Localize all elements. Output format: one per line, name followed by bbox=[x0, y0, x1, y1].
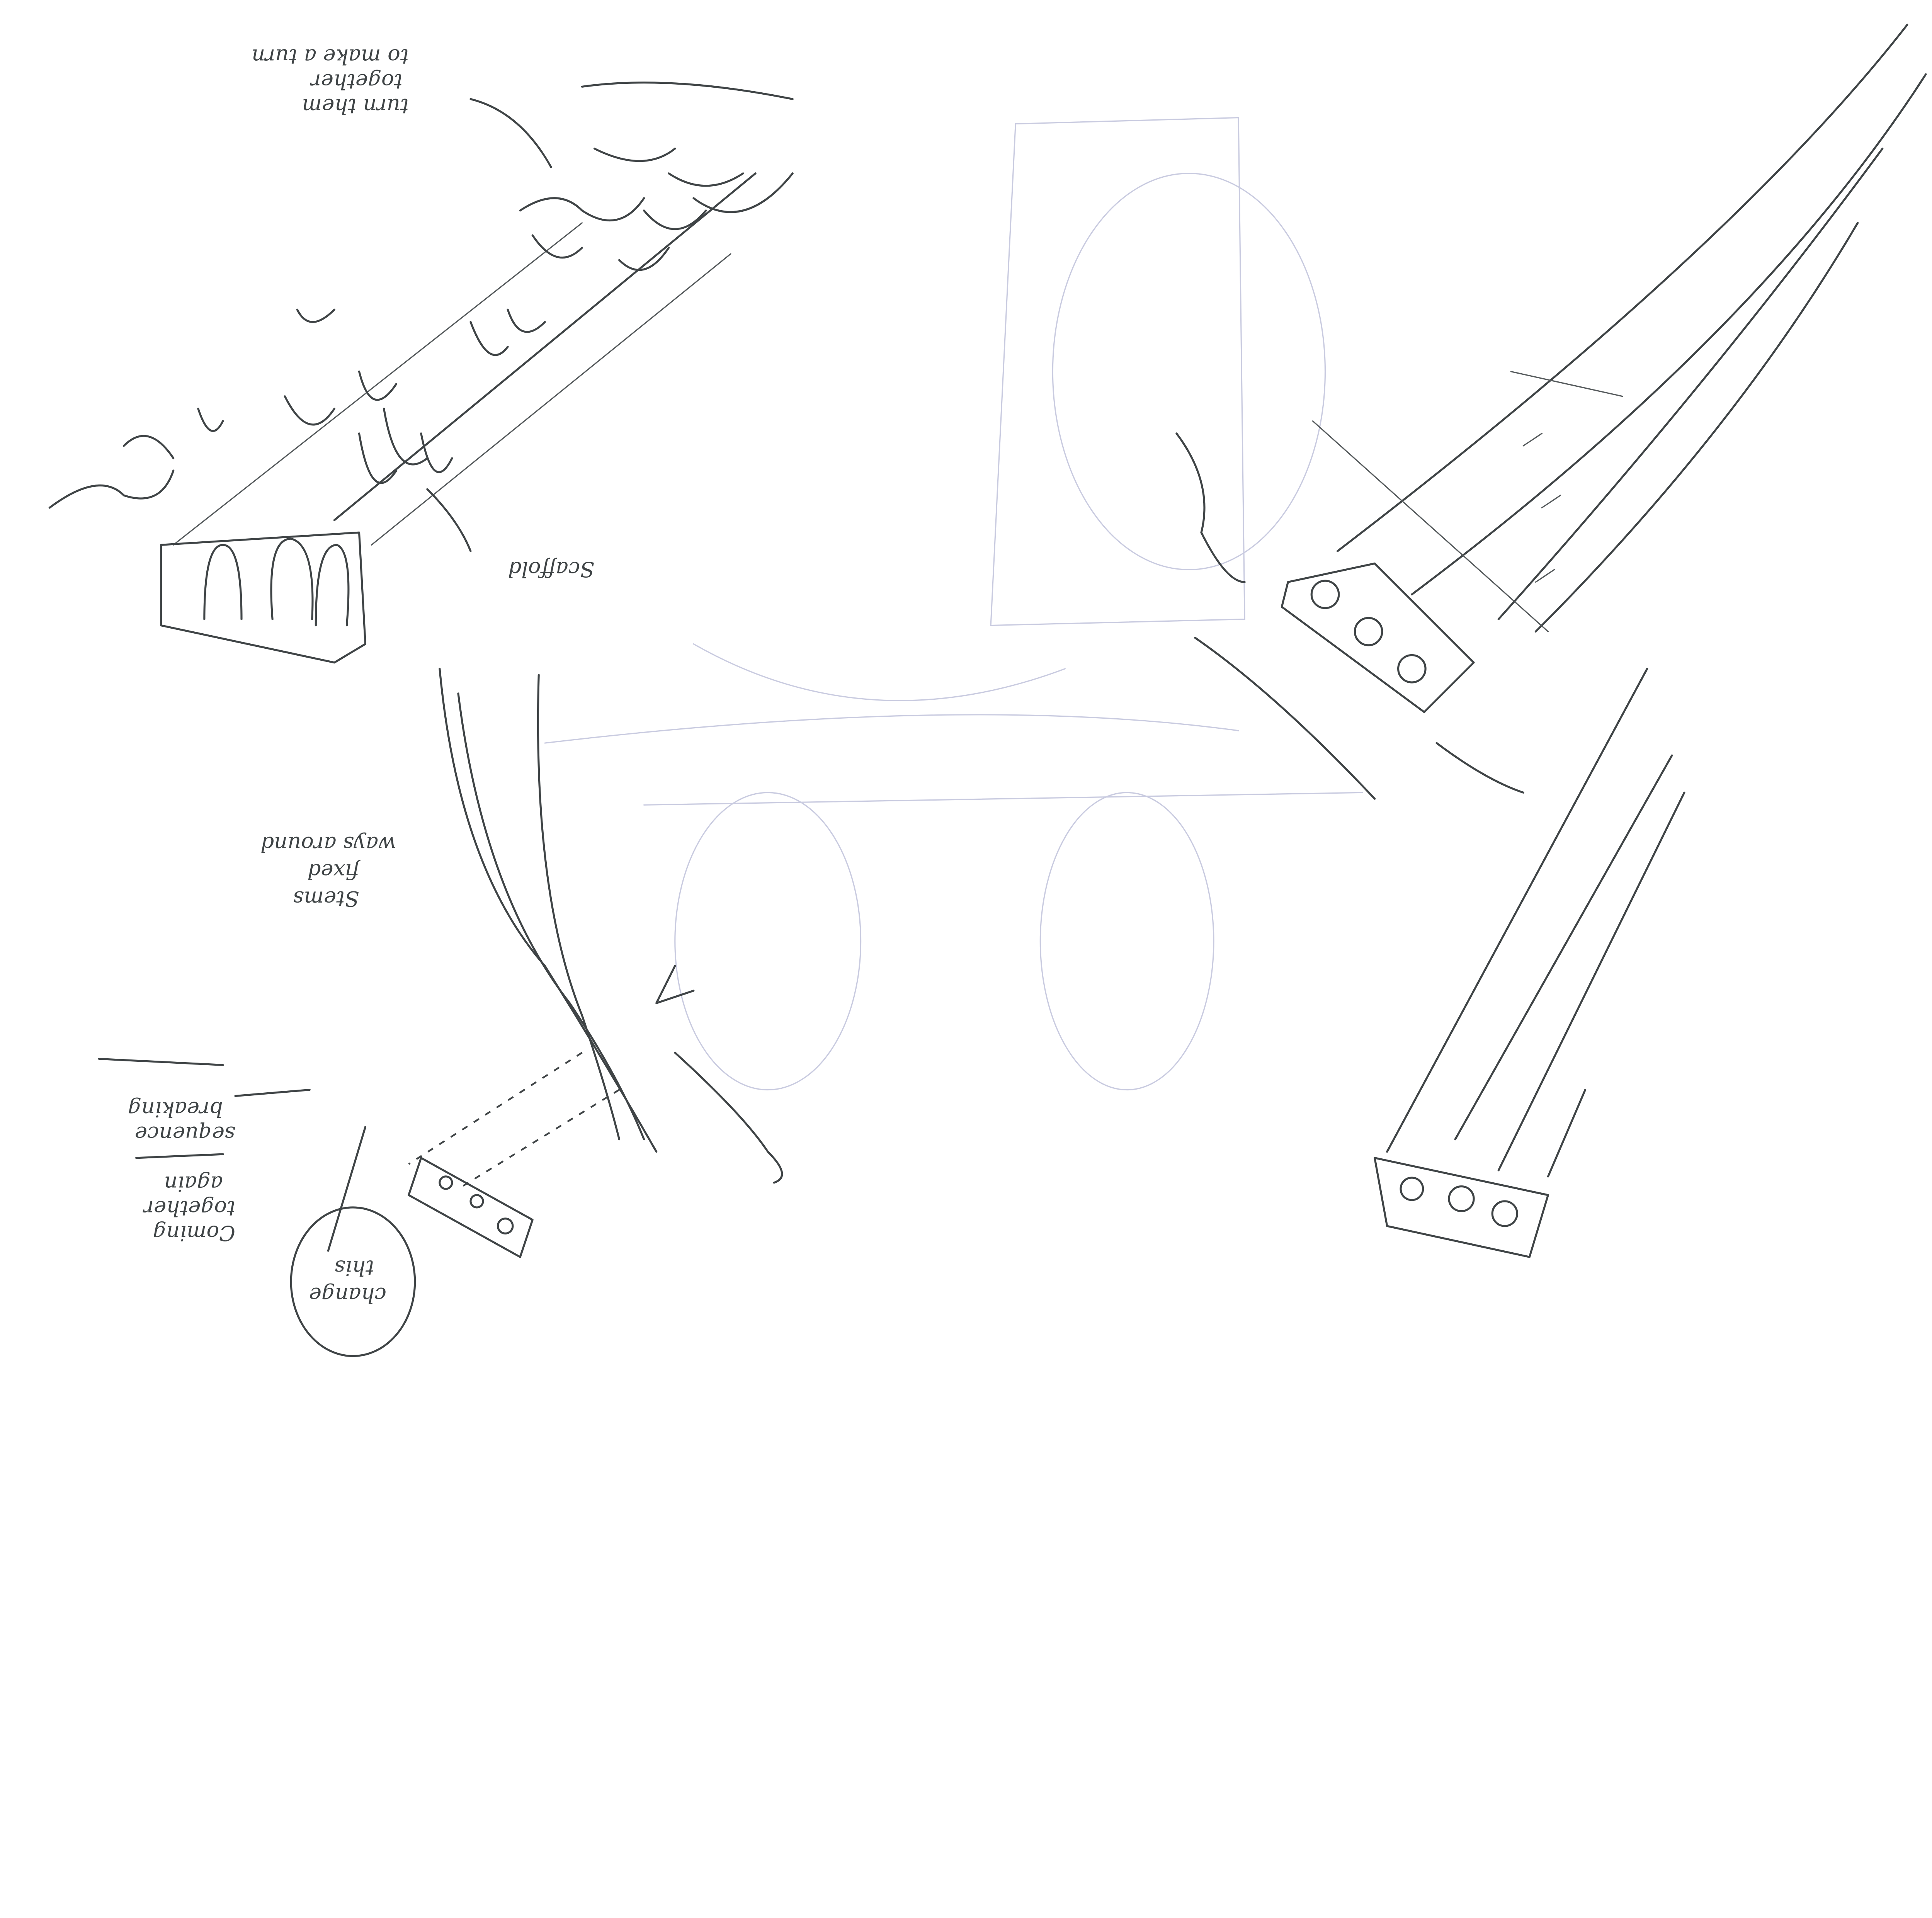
sequence-note-line: breaking bbox=[128, 1097, 223, 1122]
stems-note-line: Stems bbox=[293, 887, 359, 911]
coming-note-line: Coming bbox=[153, 1221, 235, 1246]
change-this-note: change this bbox=[309, 1256, 386, 1308]
scaffold-pointer bbox=[426, 488, 472, 552]
change-this-line: change bbox=[309, 1283, 386, 1308]
turn-note-line: turn them bbox=[302, 94, 408, 119]
turn-note: turn them together to make a turn bbox=[252, 44, 409, 119]
coming-note-line: again bbox=[164, 1172, 223, 1196]
straight-strand-drawing bbox=[1374, 668, 1685, 1258]
pencil-underdrawing bbox=[544, 117, 1363, 1091]
change-this-line: this bbox=[335, 1256, 374, 1280]
coming-note-line: together bbox=[143, 1196, 235, 1221]
turn-note-line: together bbox=[310, 69, 403, 94]
stems-note-line: fixed bbox=[307, 859, 361, 884]
strand-comb-drawing bbox=[48, 82, 794, 546]
stems-note-line: ways around bbox=[260, 832, 396, 857]
turn-pointer bbox=[469, 98, 552, 168]
curved-strands-drawing bbox=[327, 668, 783, 1258]
sketch-sheet: turn them together to make a turn Scaffo… bbox=[48, 24, 1927, 1357]
turn-note-line: to make a turn bbox=[252, 44, 409, 69]
coming-together-underline bbox=[98, 1058, 311, 1159]
stems-note: Stems fixed ways around bbox=[260, 832, 396, 911]
change-this-circle bbox=[290, 1206, 416, 1357]
scaffold-note: Scaffold bbox=[508, 557, 594, 582]
triple-strand-drawing bbox=[1175, 24, 1927, 800]
comb-holder-box bbox=[160, 531, 367, 664]
sequence-coming-note: Coming together again sequence breaking bbox=[128, 1097, 235, 1246]
sequence-note-line: sequence bbox=[135, 1122, 235, 1147]
